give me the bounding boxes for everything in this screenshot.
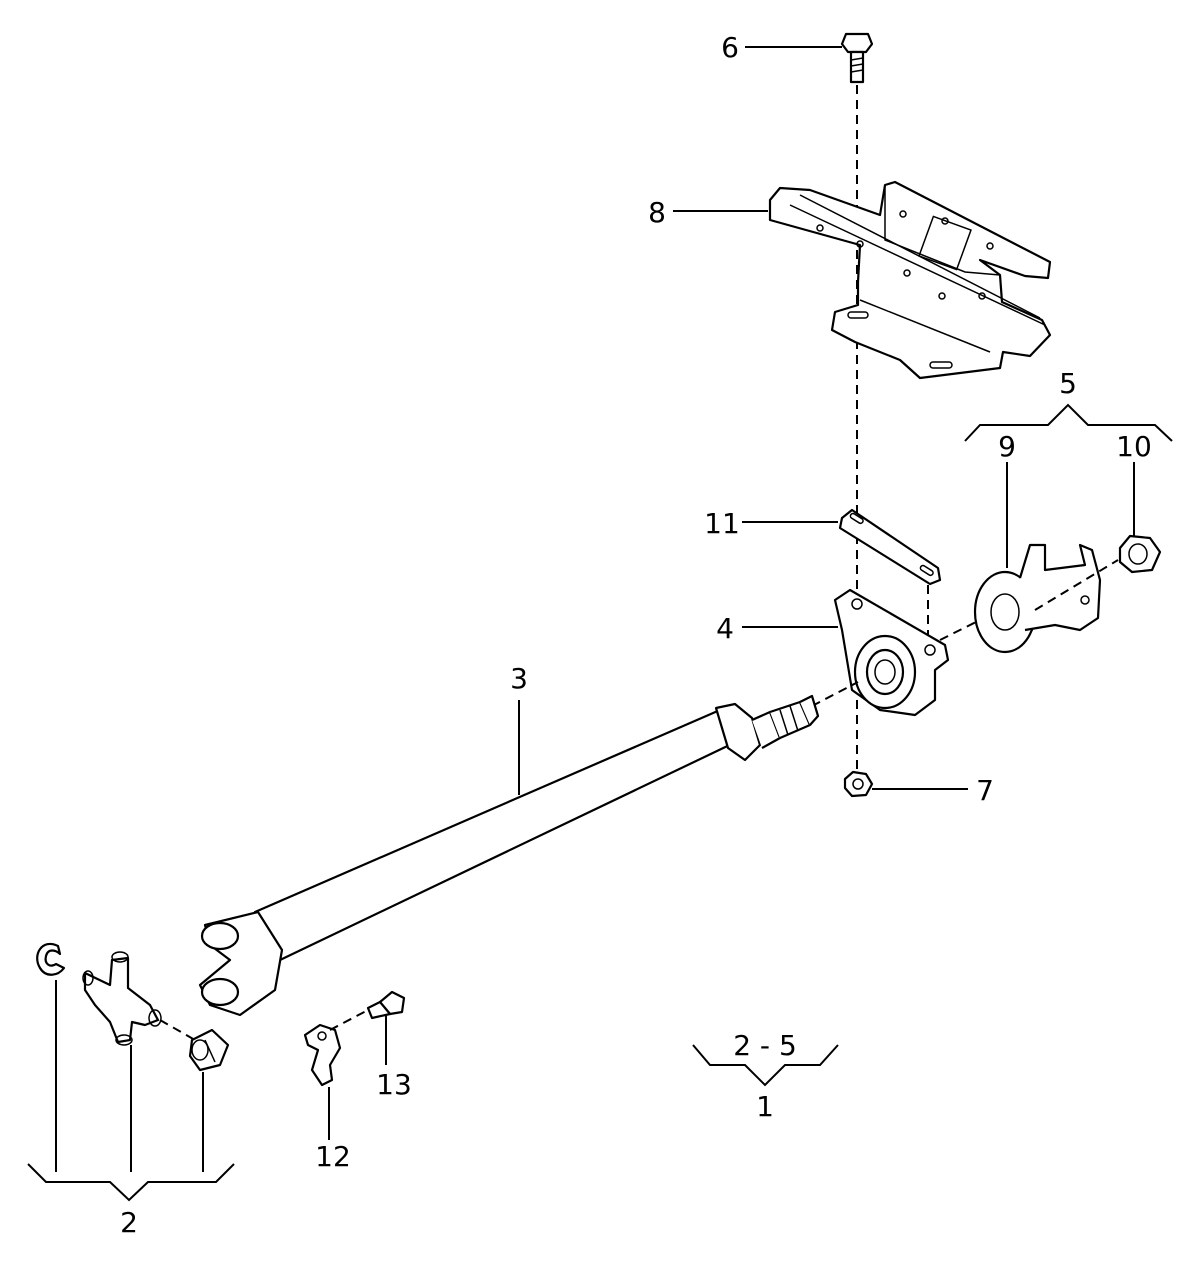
callout-11: 11 (704, 507, 740, 540)
crossmember-bracket-8 (768, 180, 1052, 380)
bolt-6 (840, 32, 874, 84)
plate-11 (838, 508, 942, 586)
callout-5: 5 (1059, 367, 1077, 400)
callout-9: 9 (998, 430, 1016, 463)
leader-lines (55, 46, 1135, 1172)
axis-link-5 (329, 1009, 369, 1031)
callout-7: 7 (976, 774, 994, 807)
callout-2: 2 (120, 1206, 138, 1239)
flange-yoke-9 (973, 543, 1102, 654)
callout-8: 8 (648, 196, 666, 229)
callout-4: 4 (716, 612, 734, 645)
screw-13 (366, 990, 406, 1020)
axis-link-1 (939, 619, 981, 641)
nut-7 (843, 770, 874, 798)
needle-bearing-cup-2 (188, 1028, 230, 1072)
bracket-group-2 (27, 1163, 235, 1202)
axis-link-2 (1034, 559, 1119, 611)
callout-10: 10 (1116, 430, 1152, 463)
circlip-2 (36, 943, 66, 976)
bracket-group-5 (964, 403, 1173, 442)
callout-12: 12 (315, 1140, 351, 1173)
bracket-group-1 (692, 1044, 839, 1087)
axis-link-4 (159, 1019, 196, 1041)
axis-link-3 (811, 681, 859, 707)
callout-3: 3 (510, 662, 528, 695)
callout-1: 1 (756, 1090, 774, 1123)
center-bearing-4 (833, 588, 950, 717)
callout-6: 6 (721, 31, 739, 64)
callout-group-2-5: 2 - 5 (733, 1029, 797, 1062)
callout-13: 13 (376, 1068, 412, 1101)
cross-spider-2 (82, 951, 162, 1046)
propeller-shaft-3 (198, 694, 820, 1017)
clamp-12 (303, 1023, 342, 1087)
nut-10 (1118, 534, 1162, 574)
